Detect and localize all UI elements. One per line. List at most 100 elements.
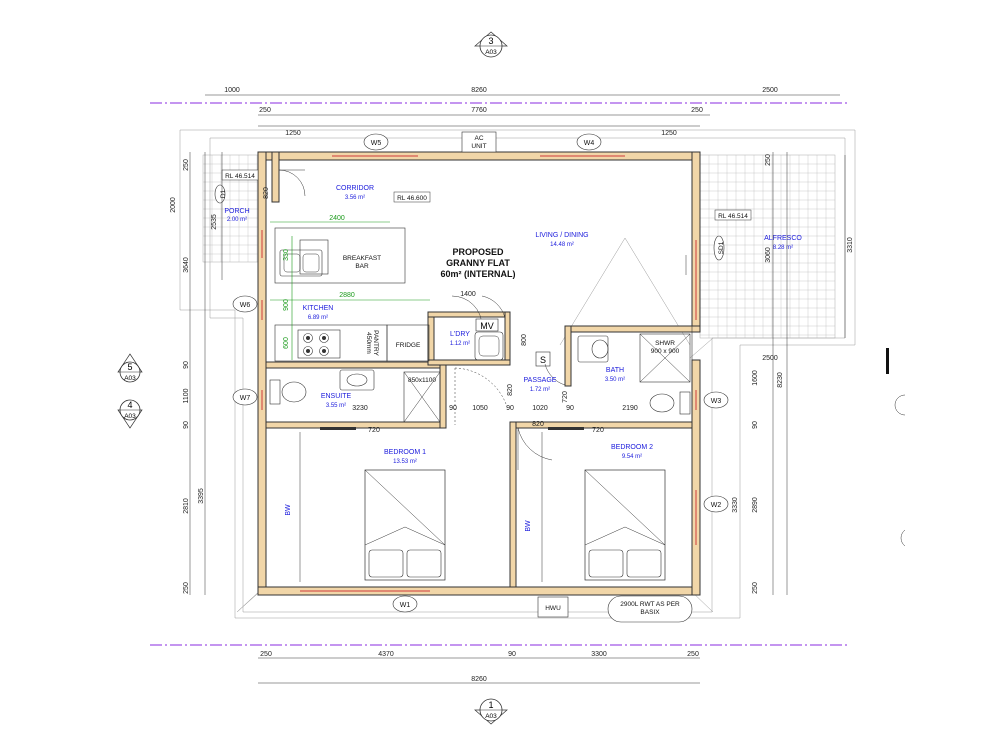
dim-left-90b: 90 xyxy=(183,421,190,429)
dim-top-1000: 1000 xyxy=(224,87,240,94)
rl-alfresco-box xyxy=(714,209,752,221)
dim-int-90b: 90 xyxy=(566,405,574,412)
window-tags xyxy=(214,133,729,613)
dim-top-2500: 2500 xyxy=(762,87,778,94)
dim-kit-900: 900 xyxy=(283,299,290,311)
ac-unit-label-2: UNIT xyxy=(471,143,486,150)
dim-int-800: 800 xyxy=(521,334,528,346)
dim-int-1400: 1400 xyxy=(460,291,476,298)
room-alfresco-area: 8.28 m² xyxy=(773,245,793,251)
bed-1 xyxy=(364,469,446,581)
room-porch-area: 2.00 m² xyxy=(227,217,247,223)
window-w1: W1 xyxy=(400,602,411,609)
shwr-label-1: SHWR xyxy=(655,340,675,347)
dim-top-1250b: 1250 xyxy=(661,130,677,137)
dimension-lines xyxy=(189,94,846,684)
dim-right-3310: 3310 xyxy=(847,237,854,253)
room-alfresco: ALFRESCO xyxy=(764,235,802,242)
ac-unit-label-1: AC xyxy=(474,135,483,142)
glazing xyxy=(261,155,697,592)
dim-int-2190: 2190 xyxy=(622,405,638,412)
dim-bot-4370: 4370 xyxy=(378,651,394,658)
mv-box xyxy=(475,318,499,332)
dim-kit-2400: 2400 xyxy=(329,215,345,222)
dim-right-250b: 250 xyxy=(752,582,759,594)
room-passage-area: 1.72 m² xyxy=(530,387,550,393)
dim-right-90: 90 xyxy=(752,421,759,429)
right-marker-arc-2 xyxy=(900,529,906,547)
window-w3: W3 xyxy=(711,398,722,405)
dim-left-3640: 3640 xyxy=(183,257,190,273)
dim-left-2810: 2810 xyxy=(183,498,190,514)
dim-bot-90: 90 xyxy=(508,651,516,658)
section-left-lower-num: 4 xyxy=(127,400,132,410)
hwu xyxy=(537,596,569,618)
dim-int-820a: 820 xyxy=(507,384,514,396)
section-marker-left-upper: 5 A03 xyxy=(117,353,143,383)
dim-left-250b: 250 xyxy=(183,582,190,594)
room-ldry: L'DRY xyxy=(450,331,470,338)
dim-kit-330: 330 xyxy=(283,249,290,261)
room-corridor-area: 3.56 m² xyxy=(345,195,365,201)
ac-unit xyxy=(461,131,497,153)
dim-bot-3300: 3300 xyxy=(591,651,607,658)
dim-top-1250a: 1250 xyxy=(285,130,301,137)
bw-bed1: BW xyxy=(285,504,292,516)
plan-title-3: 60m² (INTERNAL) xyxy=(440,269,515,279)
bed-2 xyxy=(584,469,666,581)
section-marker-top: 3 A03 xyxy=(474,31,508,58)
bath-fixtures xyxy=(577,333,691,415)
plan-title-2: GRANNY FLAT xyxy=(446,258,510,268)
room-bedroom2: BEDROOM 2 xyxy=(611,444,653,451)
plan-title-1: PROPOSED xyxy=(452,247,504,257)
room-bath: BATH xyxy=(606,367,624,374)
room-ldry-area: 1.12 m² xyxy=(450,341,470,347)
section-marker-bottom: 1 A03 xyxy=(474,698,508,725)
dim-int-90c: 90 xyxy=(449,405,457,412)
ensuite-shower-label: 850x1100 xyxy=(408,377,436,384)
dim-right-3060: 3060 xyxy=(765,247,772,263)
section-left-upper-sheet: A03 xyxy=(124,375,136,382)
pantry-label-1: 450mm xyxy=(365,332,372,354)
dim-int-3230: 3230 xyxy=(352,405,368,412)
rl-floor-box xyxy=(393,191,431,203)
section-top-num: 3 xyxy=(488,36,493,46)
section-marker-left-lower: 4 A03 xyxy=(117,399,143,429)
cooktop xyxy=(297,329,341,359)
dim-right-8230: 8230 xyxy=(777,372,784,388)
rl-floor: RL 46.600 xyxy=(397,195,427,202)
dim-left-820: 820 xyxy=(263,187,270,199)
room-porch: PORCH xyxy=(224,208,249,215)
dim-kit-2880: 2880 xyxy=(339,292,355,299)
rwt-label-2: BASIX xyxy=(640,609,660,616)
fridge-label: FRIDGE xyxy=(396,342,421,349)
room-ensuite-area: 3.55 m² xyxy=(326,403,346,409)
dim-left-250: 250 xyxy=(183,159,190,171)
dim-top-250b: 250 xyxy=(691,107,703,114)
door-sd1: SD1 xyxy=(718,241,725,254)
room-passage: PASSAGE xyxy=(524,377,557,384)
dim-left-3395: 3395 xyxy=(198,488,205,504)
window-w4: W4 xyxy=(584,140,595,147)
rwt-label-1: 2900L RWT AS PER xyxy=(620,601,680,608)
window-w5: W5 xyxy=(371,140,382,147)
laundry-tub xyxy=(474,331,504,361)
green-dimension-lines xyxy=(270,221,430,360)
breakfast-bar-2: BAR xyxy=(355,263,369,270)
bw-bed2: BW xyxy=(525,520,532,532)
breakfast-bar-1: BREAKFAST xyxy=(343,255,381,262)
section-bottom-sheet: A03 xyxy=(485,713,497,720)
s-marker xyxy=(535,351,551,367)
room-living: LIVING / DINING xyxy=(535,232,588,239)
dim-bot-8260: 8260 xyxy=(471,676,487,683)
rl-porch: RL 46.514 xyxy=(225,173,255,180)
dim-int-1050: 1050 xyxy=(472,405,488,412)
window-w6: W6 xyxy=(240,302,251,309)
shwr-label-2: 900 x 900 xyxy=(651,348,680,355)
dim-right-2500: 2500 xyxy=(762,355,778,362)
right-marker-arc xyxy=(894,394,906,416)
door-d1: D1 xyxy=(220,189,227,198)
dim-kit-600: 600 xyxy=(283,337,290,349)
dim-left-1100: 1100 xyxy=(183,388,190,403)
dim-int-1020: 1020 xyxy=(532,405,548,412)
